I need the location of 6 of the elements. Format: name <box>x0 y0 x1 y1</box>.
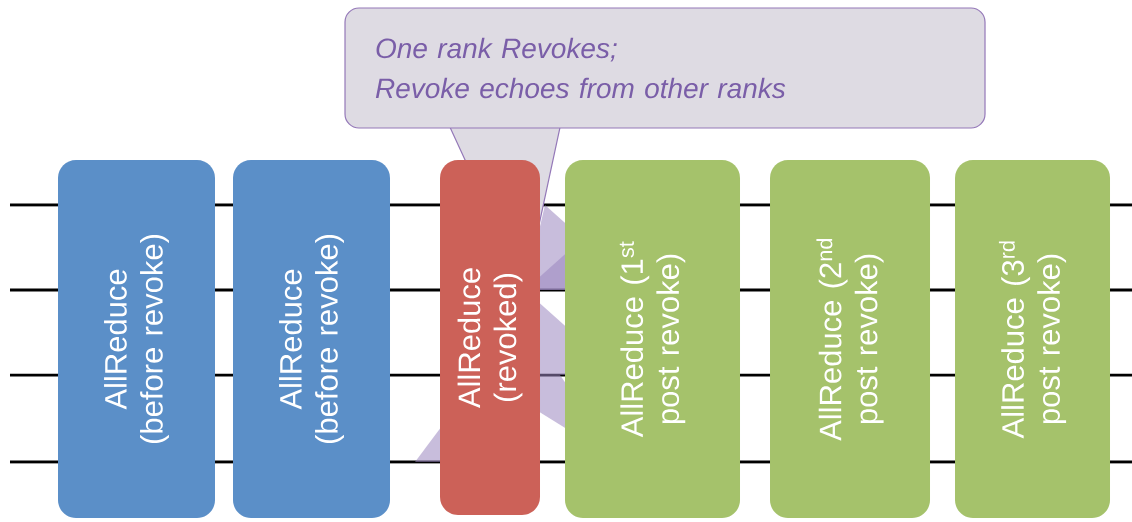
operation-box: AllReduce (before revoke) <box>233 160 390 518</box>
operation-box: AllReduce (before revoke) <box>58 160 215 518</box>
operation-box: AllReduce (1$^{st}$ post revoke) <box>565 160 740 518</box>
operation-box: AllReduce (revoked) <box>440 160 540 515</box>
operation-box: AllReduce (2$^{nd}$ post revoke) <box>770 160 930 518</box>
operation-box: AllReduce (3$^{rd}$ post revoke) <box>955 160 1110 518</box>
